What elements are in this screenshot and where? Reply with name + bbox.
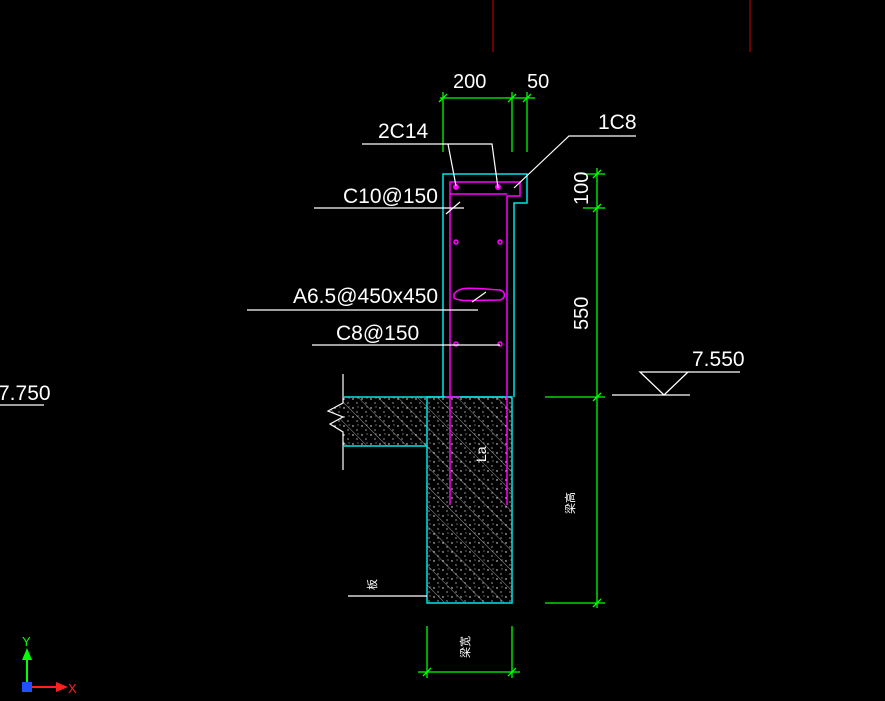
label-2c14[interactable]: 2C14 — [378, 120, 429, 143]
dim-width-200[interactable]: 200 — [453, 71, 486, 93]
label-beam-width[interactable]: 梁宽 — [458, 636, 472, 658]
elevation-7750[interactable]: 7.750 — [0, 382, 51, 405]
dim-offset-50[interactable]: 50 — [527, 71, 549, 93]
ucs-icon: Y X — [22, 634, 77, 696]
dimension-lines — [418, 92, 605, 678]
rebar-cage — [445, 181, 521, 505]
label-anchorage-la[interactable]: La — [473, 446, 489, 462]
parapet-outline — [427, 173, 528, 398]
label-a65-450[interactable]: A6.5@450x450 — [293, 285, 438, 308]
dim-height-100[interactable]: 100 — [571, 172, 593, 205]
ucs-x-label: X — [68, 681, 77, 696]
slab-section — [326, 374, 427, 470]
beam-section — [426, 396, 513, 604]
dim-height-550[interactable]: 550 — [571, 297, 593, 330]
leader-lines — [247, 135, 636, 597]
elevation-marker-right — [612, 371, 740, 396]
grid-lines — [492, 0, 751, 52]
ucs-y-label: Y — [22, 634, 31, 649]
label-c10-150[interactable]: C10@150 — [343, 185, 438, 208]
label-slab[interactable]: 板 — [365, 579, 379, 590]
label-c8-150[interactable]: C8@150 — [336, 322, 419, 345]
elevation-7550[interactable]: 7.550 — [692, 348, 745, 371]
label-1c8[interactable]: 1C8 — [598, 111, 637, 134]
label-beam-height[interactable]: 梁高 — [563, 492, 577, 514]
